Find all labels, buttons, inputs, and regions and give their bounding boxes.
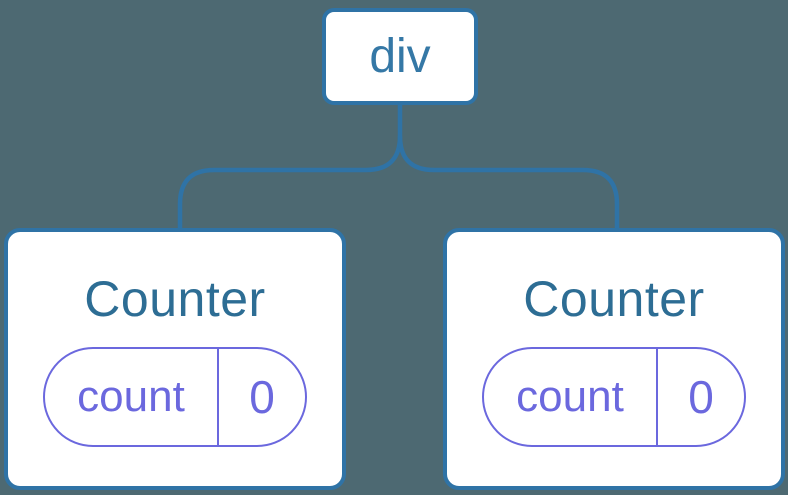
state-key-label: count bbox=[484, 349, 658, 445]
counter-title: Counter bbox=[84, 271, 266, 327]
state-value: 0 bbox=[249, 371, 275, 423]
state-key-label: count bbox=[45, 349, 219, 445]
connector-left-branch bbox=[177, 104, 403, 230]
state-value: 0 bbox=[688, 371, 714, 423]
state-pill: count 0 bbox=[482, 347, 746, 447]
counter-card-right: Counter count 0 bbox=[443, 228, 785, 490]
state-pill: count 0 bbox=[43, 347, 307, 447]
root-node-div: div bbox=[322, 8, 478, 105]
connector-right-branch bbox=[397, 135, 620, 230]
root-node-label: div bbox=[369, 30, 431, 83]
counter-title: Counter bbox=[523, 271, 705, 327]
counter-card-left: Counter count 0 bbox=[4, 228, 346, 490]
